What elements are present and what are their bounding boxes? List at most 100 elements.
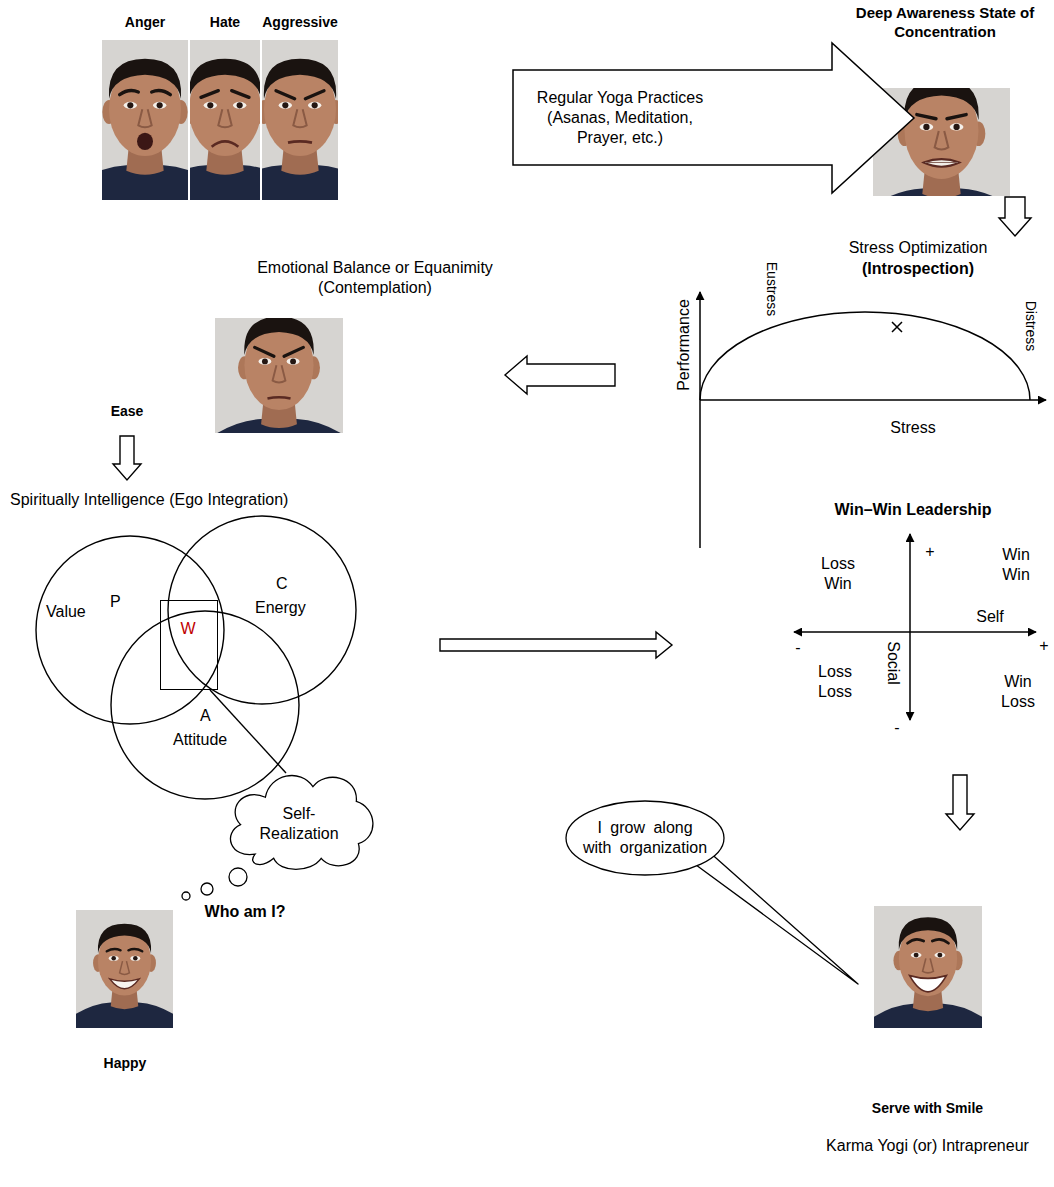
venn-label: Energy [255, 598, 306, 618]
face-photo [233, 40, 366, 200]
axis-sign: + [925, 542, 934, 562]
flow-arrow [946, 775, 974, 830]
curve-label: Eustress [762, 262, 780, 316]
thought-bubbles [182, 868, 247, 900]
arrow-line [513, 43, 914, 193]
flow-arrow [440, 632, 672, 658]
eyes [109, 956, 140, 961]
label-slot: Who am I? [205, 902, 286, 922]
quadrant-label: Win Win [1002, 545, 1030, 585]
venn-diagram: Spiritually Intelligence (Ego Integratio… [8, 480, 440, 806]
venn-letter: P [110, 592, 121, 612]
circle-outline [35, 535, 225, 725]
mouth [924, 159, 960, 167]
text-slot: A [200, 706, 211, 726]
flow-arrow [999, 197, 1031, 236]
quadrant-label: Win Loss [1001, 672, 1035, 712]
label-slot: Performance [674, 299, 694, 391]
face [233, 40, 366, 200]
circle-outline [110, 610, 300, 800]
quadrant-label: Loss Loss [818, 662, 852, 702]
venn-letter: C [276, 574, 288, 594]
cloud-text: Self-Realization [256, 804, 342, 844]
eyes [124, 102, 167, 109]
brows [107, 949, 142, 951]
face-node: Anger [97, 14, 196, 202]
venn-letter: W [161, 619, 215, 639]
quadrant-axes [794, 534, 1036, 720]
teeth [925, 162, 958, 163]
venn-letter: A [200, 706, 211, 726]
brows [201, 91, 249, 98]
label-slot: Eustress [762, 262, 780, 316]
venn-heading: Spiritually Intelligence (Ego Integratio… [10, 490, 430, 510]
label-slot: Ease [109, 403, 146, 421]
text-slot: I grow along with organization [581, 818, 709, 858]
text-slot: Aggressive [258, 14, 342, 32]
axis-label: Self [976, 607, 1004, 627]
face-node: Emotional Balance or Equanimity (Contemp… [110, 258, 505, 436]
mouth [110, 979, 140, 989]
axis-sign: + [1039, 636, 1048, 656]
brows [276, 91, 324, 99]
face [215, 299, 343, 453]
self-axis [794, 631, 1036, 633]
y-axis [699, 292, 701, 548]
thought-cloud: Self-Realization [222, 773, 377, 871]
axis-label: Performance [674, 299, 694, 391]
eyes [259, 358, 300, 365]
venn-label: Value [46, 602, 86, 622]
text-slot: Happy [70, 1055, 180, 1073]
curve-label: Distress [1021, 301, 1039, 352]
text-slot: C [276, 574, 288, 594]
face [75, 910, 173, 1028]
practice-text: Regular Yoga Practices (Asanas, Meditati… [525, 88, 715, 148]
quadrant-chart: Win–Win Leadership [672, 498, 1045, 775]
quadrant-label: Loss Win [821, 554, 855, 594]
face [873, 60, 1010, 224]
circle-line [168, 516, 356, 704]
brows [255, 347, 304, 356]
eyes [204, 102, 247, 109]
optimum-marker [892, 322, 902, 332]
face-node: Deep Awareness State of Concentration [845, 4, 1048, 197]
state-heading: Emotional Balance or Equanimity (Contemp… [250, 258, 500, 298]
label-slot: + [1039, 636, 1048, 656]
thought-dot [182, 892, 190, 900]
text-slot: Hate [190, 14, 260, 32]
mouth [137, 133, 153, 150]
mouth [212, 141, 239, 146]
emotion-label: Hate [190, 14, 260, 32]
speech-tail [692, 850, 858, 984]
label-slot: Distress [1021, 301, 1039, 352]
brows [907, 939, 948, 943]
face-photo [215, 299, 343, 453]
text-slot: Stress Optimization [828, 238, 1008, 258]
state-heading: Deep Awareness State of Concentration [845, 4, 1045, 42]
speech-bubble: I grow along with organization [565, 800, 725, 876]
axis-label: Social [883, 641, 903, 685]
chart-title: Stress Optimization [828, 238, 1008, 258]
venn-circle: C Energy [167, 515, 357, 705]
stress-curve-chart [700, 292, 1046, 548]
bubble-line [566, 801, 724, 875]
emotion-label: Happy [70, 1055, 180, 1073]
label-slot: - [894, 718, 899, 738]
emotion-label: Anger [97, 14, 193, 32]
eyes [911, 952, 946, 958]
thought-dot [201, 883, 213, 895]
brows [120, 91, 171, 95]
venn-circle: P Value [35, 535, 225, 725]
face-node: Happy [70, 905, 183, 1077]
text-slot: P [110, 592, 121, 612]
face-photo [874, 902, 982, 1032]
social-axis [909, 534, 911, 720]
face [874, 902, 982, 1032]
text-slot: Karma Yogi (or) Intrapreneur [820, 1136, 1035, 1156]
face-photo [75, 910, 173, 1028]
text-slot: Self-Realization [256, 804, 342, 844]
text-slot: Deep Awareness State of Concentration [845, 4, 1045, 42]
